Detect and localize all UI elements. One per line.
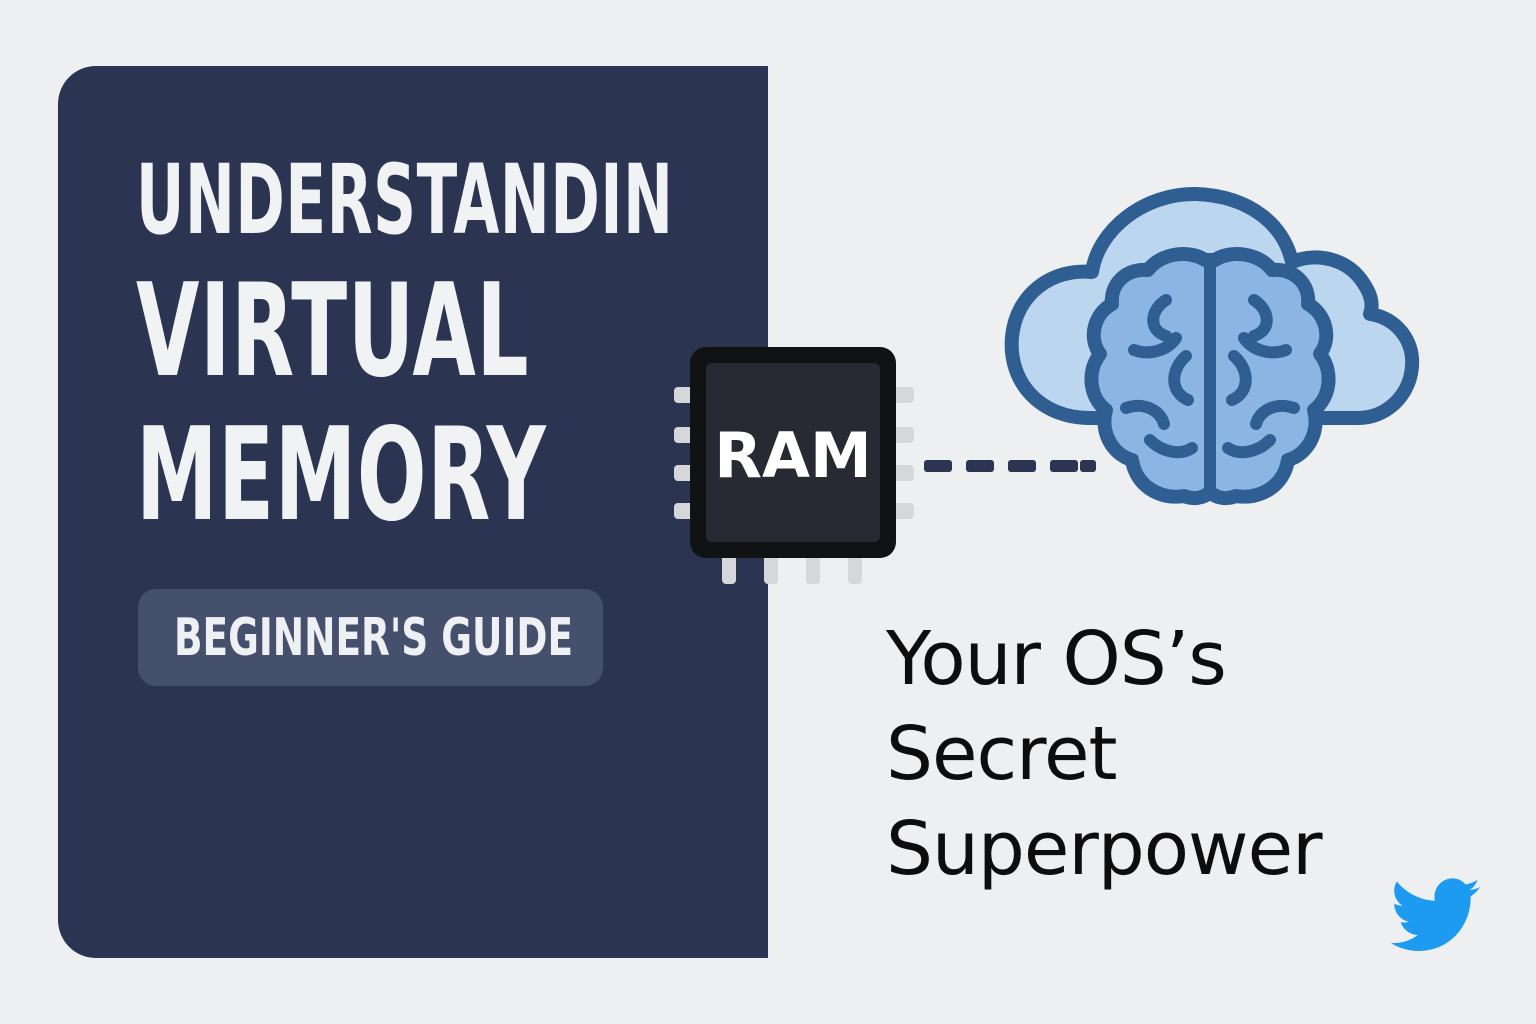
cover-panel: [58, 66, 768, 958]
chip-body-inner: [706, 363, 880, 542]
tagline-line3: Superpower: [886, 806, 1323, 892]
tagline-line2: Secret: [886, 711, 1118, 797]
chip-label: RAM: [714, 419, 871, 492]
tagline-line1: Your OS’s: [886, 616, 1227, 702]
dashed-connector: [924, 460, 1096, 472]
guide-badge-label: BEGINNER'S GUIDE: [174, 608, 574, 668]
brain-icon: [1084, 247, 1336, 506]
tagline: Your OS’s Secret Superpower: [886, 612, 1323, 897]
title-line-understanding: UNDERSTANDING: [136, 144, 724, 256]
title-line-virtual: VIRTUAL: [136, 257, 530, 406]
title-line-memory: MEMORY: [136, 401, 547, 550]
title-overflow-letter: G: [673, 144, 724, 256]
ram-chip-icon: RAM: [674, 347, 914, 584]
brain-folds: [1120, 256, 1300, 498]
guide-badge: [138, 589, 603, 686]
twitter-bird-icon[interactable]: [1390, 878, 1482, 954]
